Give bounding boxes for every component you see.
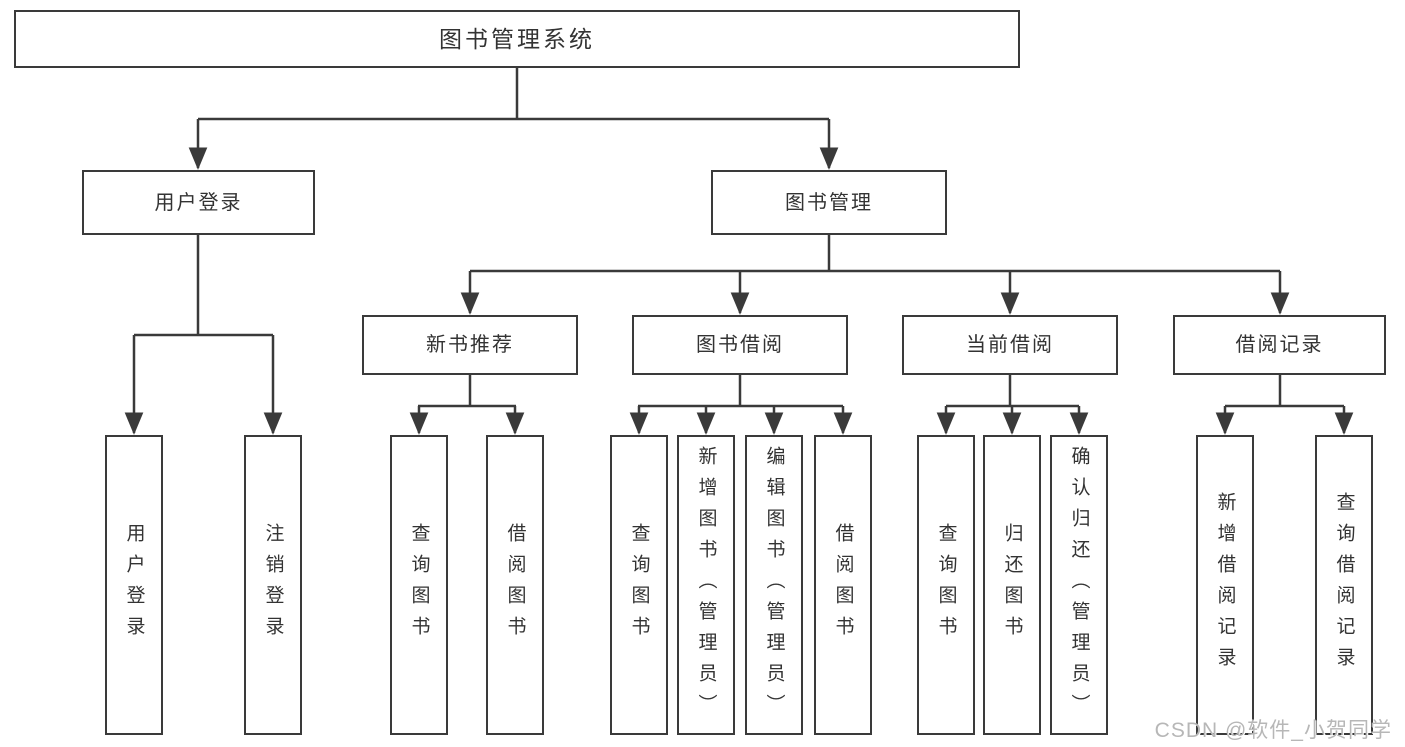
- leaf-current-query-books: 查询图书: [917, 435, 975, 735]
- node-book-management: 图书管理: [711, 170, 947, 235]
- leaf-recommend-borrow-books: 借阅图书: [486, 435, 544, 735]
- node-borrowing-records: 借阅记录: [1173, 315, 1386, 375]
- node-book-borrowing: 图书借阅: [632, 315, 848, 375]
- leaf-borrowing-add-books-admin: 新增图书（管理员）: [677, 435, 735, 735]
- node-user-login: 用户登录: [82, 170, 315, 235]
- leaf-borrowing-borrow-books: 借阅图书: [814, 435, 872, 735]
- leaf-records-add-record: 新增借阅记录: [1196, 435, 1254, 735]
- leaf-user-login: 用户登录: [105, 435, 163, 735]
- leaf-logout: 注销登录: [244, 435, 302, 735]
- leaf-current-confirm-return-admin: 确认归还（管理员）: [1050, 435, 1108, 735]
- leaf-borrowing-edit-books-admin: 编辑图书（管理员）: [745, 435, 803, 735]
- leaf-current-return-books: 归还图书: [983, 435, 1041, 735]
- node-new-book-recommend: 新书推荐: [362, 315, 578, 375]
- csdn-watermark: CSDN @软件_小贺同学: [1154, 719, 1392, 742]
- leaf-borrowing-query-books: 查询图书: [610, 435, 668, 735]
- leaf-records-query-record: 查询借阅记录: [1315, 435, 1373, 735]
- node-root-library-management-system: 图书管理系统: [14, 10, 1020, 68]
- node-current-borrowing: 当前借阅: [902, 315, 1118, 375]
- leaf-recommend-query-books: 查询图书: [390, 435, 448, 735]
